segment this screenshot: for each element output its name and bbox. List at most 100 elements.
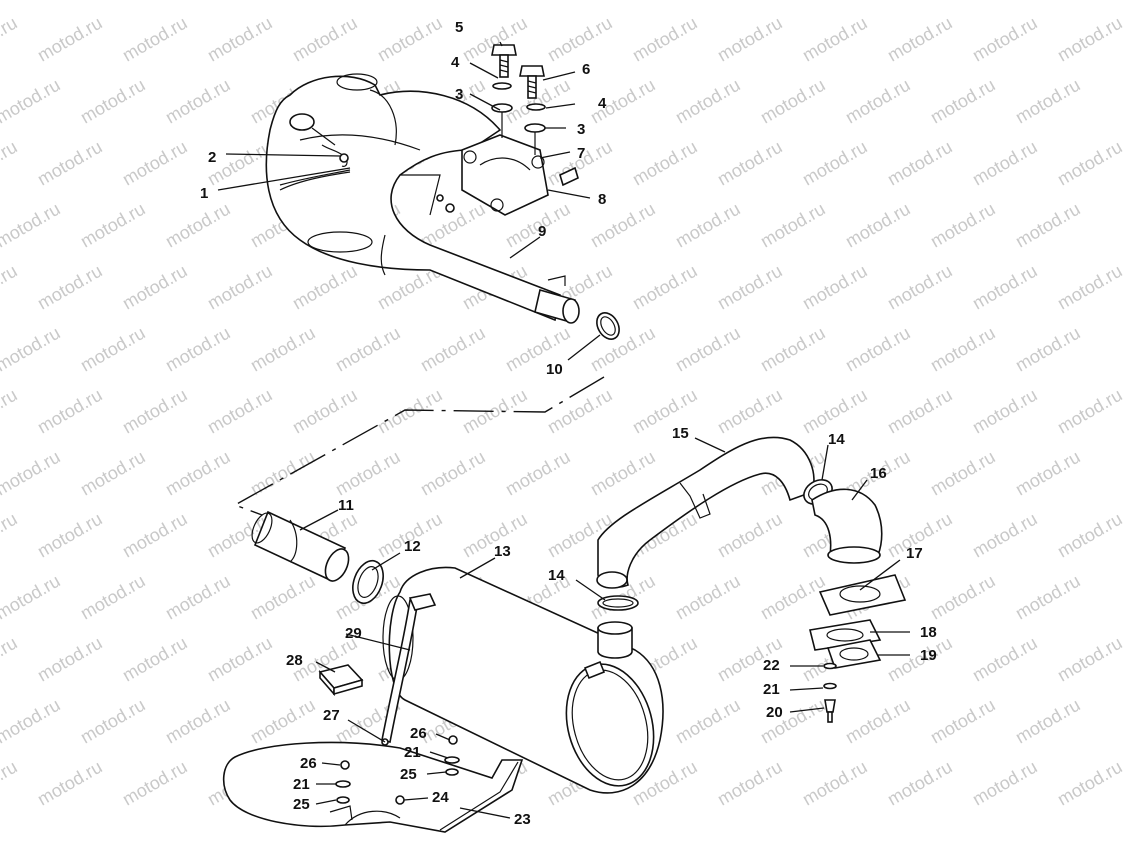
watermark-text: motod.ru	[204, 633, 276, 686]
watermark-text: motod.ru	[672, 571, 744, 624]
callout-14: 14	[828, 431, 845, 448]
watermark-text: motod.ru	[119, 633, 191, 686]
watermark-text: motod.ru	[884, 261, 956, 314]
watermark-text: motod.ru	[162, 0, 234, 3]
watermark-text: motod.ru	[119, 385, 191, 438]
callout-5: 5	[455, 19, 463, 36]
watermark-text: motod.ru	[927, 571, 999, 624]
watermark-text: motod.ru	[459, 13, 531, 66]
watermark-text: motod.ru	[587, 447, 659, 500]
callout-6: 6	[582, 61, 590, 78]
watermark-text: motod.ru	[0, 199, 64, 252]
callout-3: 3	[455, 86, 463, 103]
watermark-text: motod.ru	[544, 385, 616, 438]
watermark-text: motod.ru	[672, 0, 744, 3]
watermark-text: motod.ru	[799, 137, 871, 190]
watermark-text: motod.ru	[502, 75, 574, 128]
watermark-text: motod.ru	[629, 261, 701, 314]
watermark-text: motod.ru	[927, 75, 999, 128]
watermark-text: motod.ru	[757, 571, 829, 624]
watermark-text: motod.ru	[757, 199, 829, 252]
watermark-text: motod.ru	[884, 757, 956, 810]
watermark-text: motod.ru	[1054, 757, 1126, 810]
watermark-text: motod.ru	[77, 199, 149, 252]
watermark-text: motod.ru	[77, 323, 149, 376]
pad-28	[318, 664, 364, 697]
watermark-text: motod.ru	[0, 13, 21, 66]
watermark-text: motod.ru	[544, 13, 616, 66]
watermark-text: motod.ru	[1054, 385, 1126, 438]
watermark-text: motod.ru	[0, 633, 21, 686]
watermark-text: motod.ru	[969, 757, 1041, 810]
watermark-text: motod.ru	[77, 75, 149, 128]
callout-18: 18	[920, 624, 937, 641]
watermark-text: motod.ru	[842, 323, 914, 376]
callout-16: 16	[870, 465, 887, 482]
watermark-text: motod.ru	[0, 695, 64, 748]
callout-20: 20	[766, 704, 783, 721]
watermark-text: motod.ru	[119, 509, 191, 562]
watermark-text: motod.ru	[799, 385, 871, 438]
watermark-text: motod.ru	[77, 0, 149, 3]
clamp-14-bottom	[597, 595, 639, 611]
watermark-text: motod.ru	[714, 261, 786, 314]
clamp-10	[596, 312, 620, 340]
watermark-text: motod.ru	[587, 0, 659, 3]
watermark-text: motod.ru	[162, 571, 234, 624]
watermark-text: motod.ru	[34, 13, 106, 66]
watermark-text: motod.ru	[799, 261, 871, 314]
watermark-text: motod.ru	[417, 323, 489, 376]
callout-26: 26	[300, 755, 317, 772]
watermark-text: motod.ru	[1012, 323, 1084, 376]
hardware-lower	[335, 735, 460, 805]
watermark-text: motod.ru	[1012, 75, 1084, 128]
watermark-text: motod.ru	[247, 695, 319, 748]
watermark-text: motod.ru	[842, 199, 914, 252]
manifold-flange	[461, 134, 579, 216]
watermark-text: motod.ru	[502, 447, 574, 500]
watermark-text: motod.ru	[757, 323, 829, 376]
watermark-text: motod.ru	[927, 323, 999, 376]
bolt-5	[491, 44, 517, 78]
callout-22: 22	[763, 657, 780, 674]
watermark-text: motod.ru	[842, 75, 914, 128]
watermark-text: motod.ru	[757, 75, 829, 128]
watermark-text: motod.ru	[77, 695, 149, 748]
watermark-text: motod.ru	[34, 137, 106, 190]
watermark-text: motod.ru	[0, 509, 21, 562]
callout-9: 9	[538, 223, 546, 240]
muffler-13	[382, 566, 664, 794]
callout-21: 21	[763, 681, 780, 698]
watermark-text: motod.ru	[969, 633, 1041, 686]
watermark-text: motod.ru	[1012, 571, 1084, 624]
watermark-text: motod.ru	[672, 199, 744, 252]
watermark-text: motod.ru	[629, 385, 701, 438]
watermark-text: motod.ru	[34, 509, 106, 562]
assembly-line	[233, 376, 605, 516]
watermark-text: motod.ru	[884, 13, 956, 66]
watermark-text: motod.ru	[77, 447, 149, 500]
bolt-6	[519, 65, 545, 99]
watermark-text: motod.ru	[714, 385, 786, 438]
watermark-text: motod.ru	[1054, 13, 1126, 66]
watermark-text: motod.ru	[714, 509, 786, 562]
watermark-text: motod.ru	[332, 323, 404, 376]
elbow-16	[811, 488, 883, 564]
expansion-chamber	[265, 73, 580, 324]
watermark-text: motod.ru	[1054, 633, 1126, 686]
watermark-text: motod.ru	[162, 199, 234, 252]
watermark-text: motod.ru	[0, 757, 21, 810]
watermark-text: motod.ru	[672, 695, 744, 748]
watermark-text: motod.ru	[969, 137, 1041, 190]
watermark-text: motod.ru	[34, 261, 106, 314]
watermark-text: motod.ru	[587, 323, 659, 376]
watermark-text: motod.ru	[34, 757, 106, 810]
watermark-text: motod.ru	[969, 261, 1041, 314]
watermark-text: motod.ru	[289, 261, 361, 314]
watermark-text: motod.ru	[0, 385, 21, 438]
callout-21: 21	[404, 744, 421, 761]
callout-25: 25	[293, 796, 310, 813]
callout-15: 15	[672, 425, 689, 442]
spring-clamp	[279, 144, 455, 213]
callout-13: 13	[494, 543, 511, 560]
